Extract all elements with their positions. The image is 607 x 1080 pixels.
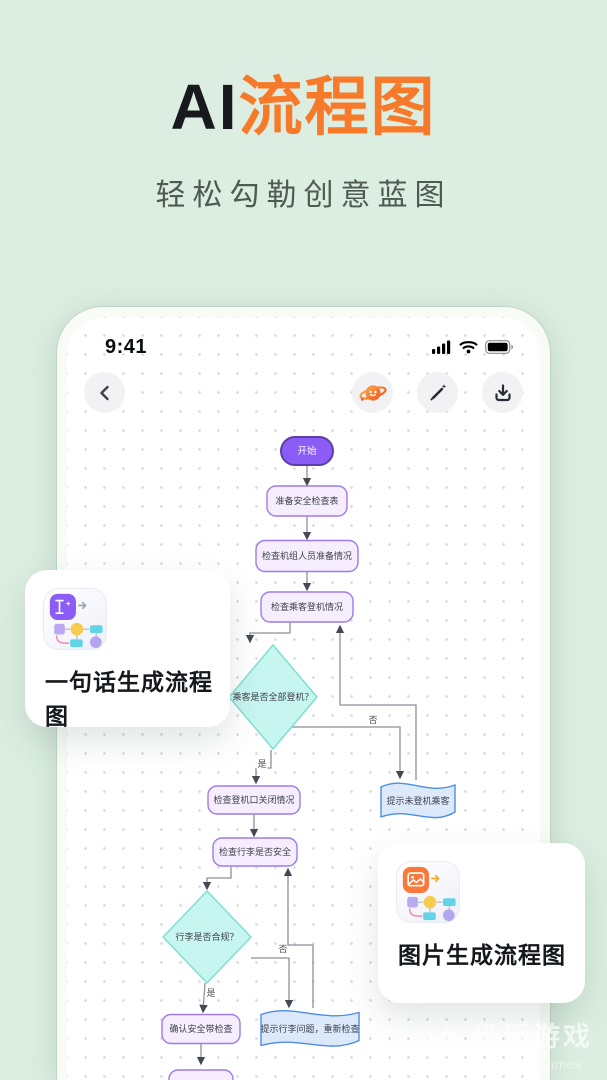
flow-node-prepare-checklist[interactable]	[266, 485, 348, 517]
feature-card-text-to-flowchart[interactable]: 一句话生成流程图	[25, 570, 230, 729]
flow-node-start[interactable]	[280, 436, 334, 466]
text-to-flowchart-icon	[43, 588, 107, 650]
flow-node-label: 检查登机口关闭情况	[213, 794, 294, 805]
flow-node-luggage-ok[interactable]	[162, 889, 252, 985]
title-ai: AI	[170, 71, 239, 143]
flowchart-canvas[interactable]: 是否是否开始准备安全检查表检查机组人员准备情况检查乘客登机情况乘客是否全部登机？…	[67, 317, 540, 1080]
flow-node-label: 开始	[297, 445, 317, 457]
flow-node-notify-luggage[interactable]	[260, 1010, 360, 1047]
download-button[interactable]	[482, 372, 523, 413]
flow-node-label: 提示行李问题，重新检查	[260, 1023, 359, 1034]
page-subtitle: 轻松勾勒创意蓝图	[155, 179, 452, 213]
flow-node-all-boarded[interactable]	[228, 643, 318, 751]
flow-node-partial-bottom[interactable]	[168, 1069, 234, 1080]
wifi-icon	[459, 341, 478, 354]
flow-edge	[251, 750, 272, 785]
title-flowchart: 流程图	[238, 71, 437, 143]
flow-node-check-luggage[interactable]	[212, 837, 298, 867]
watermark-name-cn: 仍玩游戏	[473, 1022, 593, 1052]
flow-node-label: 乘客是否全部登机？	[232, 691, 313, 702]
magic-wand-icon	[429, 383, 446, 401]
chevron-left-icon	[99, 385, 109, 400]
signal-icon	[432, 340, 451, 354]
planet-mascot-icon	[358, 384, 387, 401]
flow-node-label: 准备安全检查表	[275, 495, 338, 506]
flow-edge-label: 否	[278, 944, 287, 954]
rengwan-logo-icon	[417, 1026, 457, 1066]
flow-node-seatbelt-check[interactable]	[161, 1013, 241, 1045]
flow-node-label: 行李是否合规？	[175, 931, 238, 942]
flow-node-label: 检查行李是否安全	[219, 846, 291, 857]
battery-icon	[485, 340, 513, 354]
flow-node-check-boarding[interactable]	[260, 591, 354, 623]
ai-assistant-button[interactable]	[352, 372, 393, 413]
status-bar: 9:41	[67, 317, 540, 363]
flow-node-label: 检查机组人员准备情况	[262, 550, 352, 561]
watermark: 仍玩游戏 Rengwan Games	[411, 1015, 593, 1072]
flow-node-check-gate[interactable]	[207, 785, 301, 815]
phone-mockup: 是否是否开始准备安全检查表检查机组人员准备情况检查乘客登机情况乘客是否全部登机？…	[57, 307, 550, 1080]
status-time: 9:41	[105, 335, 148, 358]
toolbar	[67, 372, 540, 413]
flow-node-check-crew[interactable]	[255, 539, 359, 573]
flow-node-label: 检查乘客登机情况	[271, 601, 343, 612]
flow-edge	[292, 726, 405, 780]
feature-card-label: 一句话生成流程图	[45, 669, 213, 729]
flow-edge	[251, 957, 294, 1009]
download-icon	[494, 383, 511, 401]
page-title: AI流程图	[0, 72, 607, 142]
flow-node-notify-passenger[interactable]	[380, 782, 456, 819]
flow-edge	[202, 867, 232, 891]
flow-node-label: 提示未登机乘客	[386, 795, 449, 806]
flow-edge	[199, 982, 208, 1014]
feature-card-label: 图片生成流程图	[398, 942, 566, 968]
image-to-flowchart-icon	[396, 861, 460, 923]
feature-card-image-to-flowchart[interactable]: 图片生成流程图	[378, 843, 585, 1003]
flow-edge	[283, 867, 314, 1008]
magic-wand-button[interactable]	[417, 372, 458, 413]
flow-node-label: 确认安全带检查	[169, 1023, 232, 1034]
flow-edge-label: 是	[257, 759, 266, 769]
watermark-name-en: Rengwan Games	[473, 1056, 582, 1072]
back-button[interactable]	[84, 372, 125, 413]
hero-section: AI流程图 轻松勾勒创意蓝图	[0, 0, 607, 214]
flow-edge-label: 是	[206, 988, 215, 998]
flow-edge	[335, 624, 417, 780]
flow-edge	[245, 622, 291, 644]
flow-edge-label: 否	[368, 715, 377, 725]
